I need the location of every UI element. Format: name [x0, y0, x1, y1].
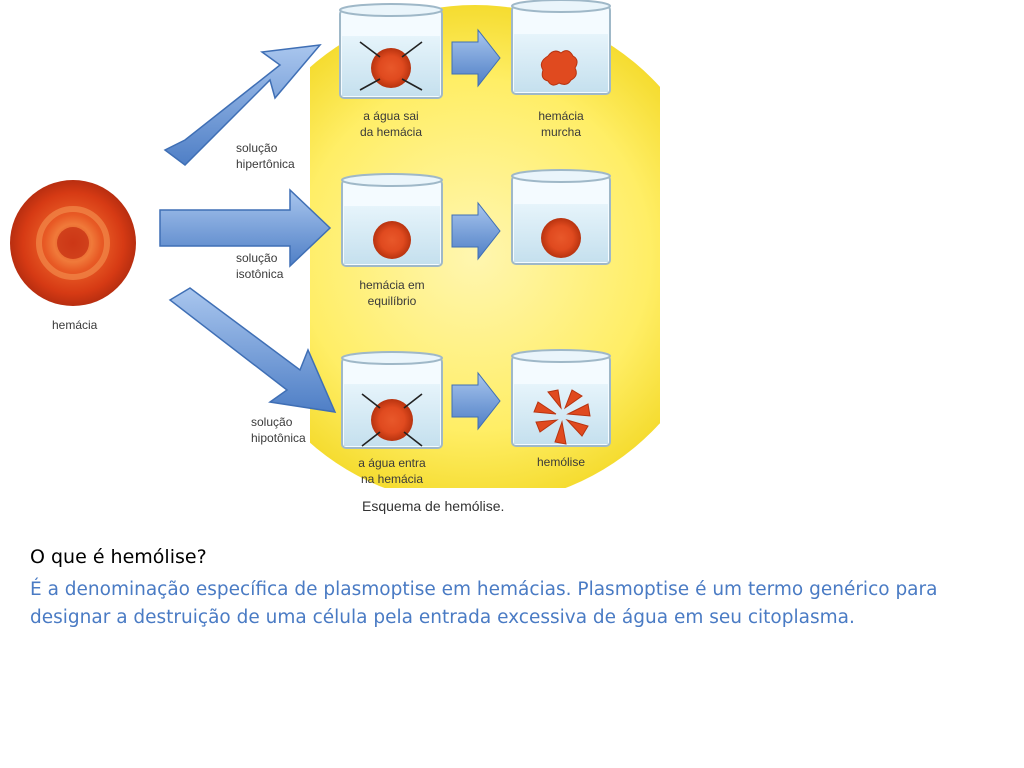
hypertonic-solution-label: solução hipertônica — [236, 141, 295, 171]
beaker-isotonic-after — [511, 169, 611, 265]
cell-label: hemácia — [52, 318, 98, 332]
isotonic-before-label: hemácia em equilíbrio — [359, 278, 425, 308]
hemolysis-diagram: hemácia solução hipertônica solução isot… — [0, 0, 725, 530]
beaker-hypotonic-before — [341, 351, 443, 449]
diagram-graphic — [0, 0, 725, 530]
beaker-hypertonic-before — [339, 3, 443, 99]
step-arrow-middle — [451, 201, 501, 261]
question-text: O que é hemólise? — [30, 546, 207, 568]
answer-text: É a denominação específica de plasmoptis… — [30, 579, 938, 628]
hypotonic-arrow — [168, 287, 337, 413]
hypertonic-arrow — [163, 44, 322, 166]
isotonic-solution-label: solução isotônica — [236, 251, 284, 281]
red-blood-cell — [10, 180, 136, 306]
step-arrow-top — [451, 28, 501, 88]
hypotonic-before-label: a água entra na hemácia — [358, 456, 426, 486]
beaker-hypertonic-after — [511, 0, 611, 95]
hypertonic-before-label: a água sai da hemácia — [359, 109, 423, 139]
isotonic-arrow — [159, 188, 332, 268]
hypotonic-solution-label: solução hipotônica — [251, 415, 306, 445]
beaker-hypotonic-after — [511, 349, 611, 447]
hypertonic-after-label: hemácia murcha — [538, 109, 584, 139]
diagram-caption: Esquema de hemólise. — [362, 498, 505, 514]
step-arrow-bottom — [451, 371, 501, 431]
beaker-isotonic-before — [341, 173, 443, 267]
hypotonic-after-label: hemólise — [536, 455, 586, 469]
